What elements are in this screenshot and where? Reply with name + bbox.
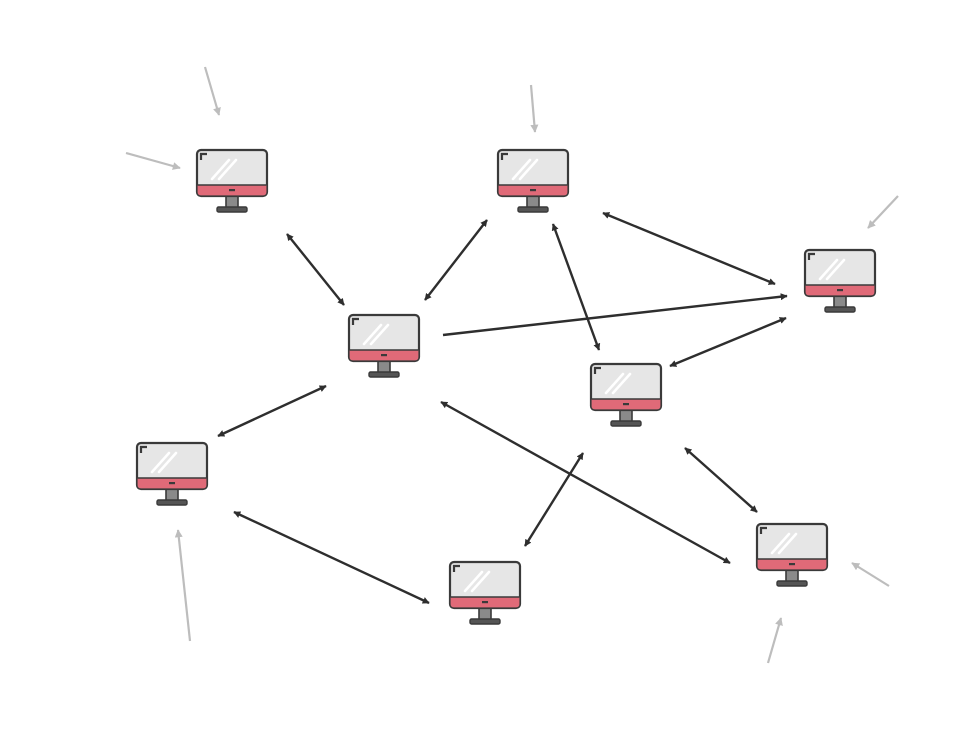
computer-monitor-icon — [195, 148, 269, 213]
link-node-left-to-node-center — [217, 384, 327, 438]
incoming-arrow-node-bottom-right — [766, 617, 783, 664]
link-node-left-to-node-bottom-center — [233, 510, 430, 605]
link-node-center-right-to-node-right — [669, 316, 787, 368]
computer-monitor-icon — [803, 248, 877, 313]
incoming-arrow-node-top-center — [529, 84, 539, 133]
link-node-center-to-node-right — [442, 293, 788, 337]
incoming-arrow-node-right — [867, 195, 899, 229]
node-center — [347, 313, 421, 378]
computer-monitor-icon — [135, 441, 209, 506]
node-left — [135, 441, 209, 506]
computer-monitor-icon — [755, 522, 829, 587]
incoming-arrows — [125, 66, 899, 664]
incoming-arrow-node-left — [174, 529, 192, 642]
computer-monitor-icon — [448, 560, 522, 625]
link-node-bottom-center-to-node-center-right — [523, 452, 585, 547]
link-node-top-center-to-node-center-right — [551, 223, 601, 351]
node-bottom-center — [448, 560, 522, 625]
computer-monitor-icon — [347, 313, 421, 378]
node-top-left — [195, 148, 269, 213]
incoming-arrow-node-top-left — [203, 66, 221, 116]
node-top-center — [496, 148, 570, 213]
computer-nodes — [135, 148, 877, 625]
link-node-top-center-to-node-right — [602, 211, 776, 286]
link-node-center-to-node-bottom-right — [440, 400, 731, 565]
link-node-center-to-node-top-center — [424, 219, 488, 301]
node-center-right — [589, 362, 663, 427]
connection-links — [217, 211, 788, 605]
incoming-arrow-node-bottom-right — [851, 562, 890, 587]
incoming-arrow-node-top-left — [125, 151, 181, 170]
node-bottom-right — [755, 522, 829, 587]
computer-monitor-icon — [496, 148, 570, 213]
link-node-top-left-to-node-center — [286, 233, 345, 306]
link-node-center-right-to-node-bottom-right — [684, 447, 758, 513]
node-right — [803, 248, 877, 313]
computer-monitor-icon — [589, 362, 663, 427]
